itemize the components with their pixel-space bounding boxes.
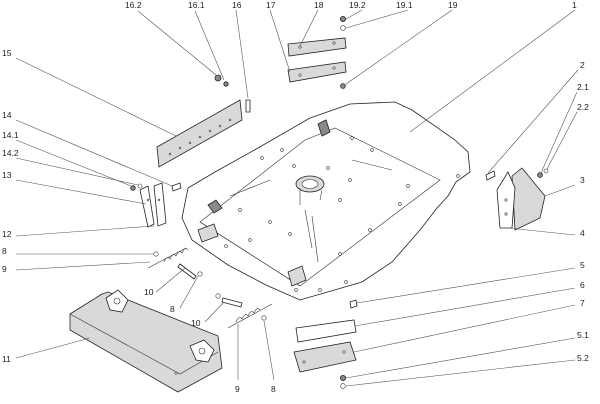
spring-9-lower <box>227 303 273 329</box>
part-17-strip <box>287 61 347 83</box>
fastener-14-group <box>130 182 182 192</box>
fastener-19-group <box>339 15 346 89</box>
callout-1: 1 <box>572 0 577 10</box>
callout-4: 4 <box>580 228 585 238</box>
part-1-base-plate <box>181 101 471 301</box>
callout-5-2: 5.2 <box>577 353 589 363</box>
callout-5: 5 <box>580 260 585 270</box>
part-4-plate <box>496 171 516 229</box>
part-11-cover <box>69 289 223 393</box>
part-3-plate <box>511 167 546 231</box>
callout-labels: 16.2 16.1 16 17 18 19.2 19.1 19 1 15 2 2… <box>2 0 589 394</box>
fastener-16-group <box>214 74 251 113</box>
callout-14: 14 <box>2 110 12 120</box>
callout-10-lower: 10 <box>191 318 201 328</box>
callout-14-2: 14.2 <box>2 148 19 158</box>
callout-19-2: 19.2 <box>349 0 366 10</box>
callout-6: 6 <box>580 280 585 290</box>
callout-15: 15 <box>2 48 12 58</box>
callout-19: 19 <box>448 0 458 10</box>
callout-2-2: 2.2 <box>577 102 589 112</box>
callout-8-upper: 8 <box>2 246 7 256</box>
callout-16: 16 <box>232 0 242 10</box>
callout-5-1: 5.1 <box>577 330 589 340</box>
callout-8-middle: 8 <box>170 304 175 314</box>
callout-2-1: 2.1 <box>577 82 589 92</box>
callout-8-lower: 8 <box>271 384 276 394</box>
callout-19-1: 19.1 <box>396 0 413 10</box>
callout-9-lower: 9 <box>235 384 240 394</box>
part-13-bracket <box>139 182 167 228</box>
callout-18: 18 <box>314 0 324 10</box>
spring-9-upper <box>147 247 189 269</box>
callout-16-2: 16.2 <box>125 0 142 10</box>
part-7-plate <box>293 341 357 373</box>
part-15-long-strip <box>156 99 243 168</box>
pin-10-upper <box>177 263 197 280</box>
leader-lines <box>15 9 579 387</box>
callout-7: 7 <box>580 298 585 308</box>
callout-3: 3 <box>580 175 585 185</box>
part-18-strip <box>287 37 347 57</box>
callout-11: 11 <box>2 354 11 364</box>
fastener-5-group <box>339 299 358 389</box>
callout-16-1: 16.1 <box>188 0 205 10</box>
callout-17: 17 <box>266 0 276 10</box>
callout-10-upper: 10 <box>144 287 154 297</box>
callout-12: 12 <box>2 229 12 239</box>
fastener-2-group <box>485 168 549 181</box>
callout-14-1: 14.1 <box>2 130 19 140</box>
callout-9-upper: 9 <box>2 264 7 274</box>
callout-2: 2 <box>580 60 585 70</box>
part-6-strip <box>295 319 357 343</box>
pin-10-lower <box>221 297 243 308</box>
callout-13: 13 <box>2 170 12 180</box>
